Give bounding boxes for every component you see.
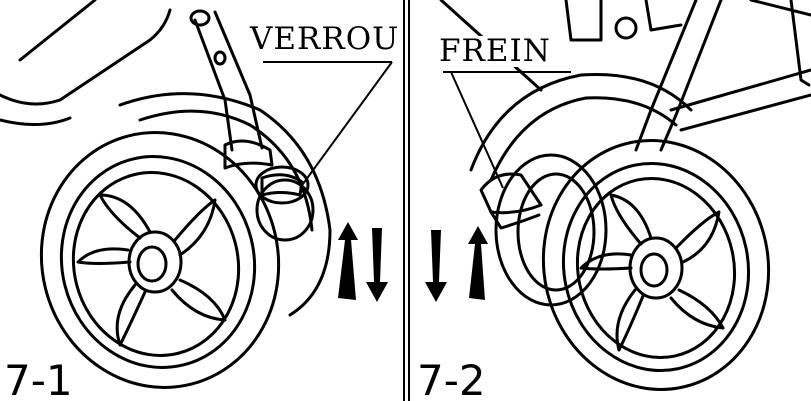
panel-step-7-2: FREIN 7-2 <box>411 0 811 401</box>
callout-label: FREIN <box>439 36 551 67</box>
panel-divider <box>403 0 405 401</box>
callout-label: VERROU <box>250 24 399 55</box>
step-number: 7-1 <box>4 360 73 401</box>
stroller-wheel-lock-illustration <box>0 0 400 401</box>
panel-divider <box>408 0 410 401</box>
step-number: 7-2 <box>417 360 486 401</box>
panel-step-7-1: VERROU 7-1 <box>0 0 400 401</box>
